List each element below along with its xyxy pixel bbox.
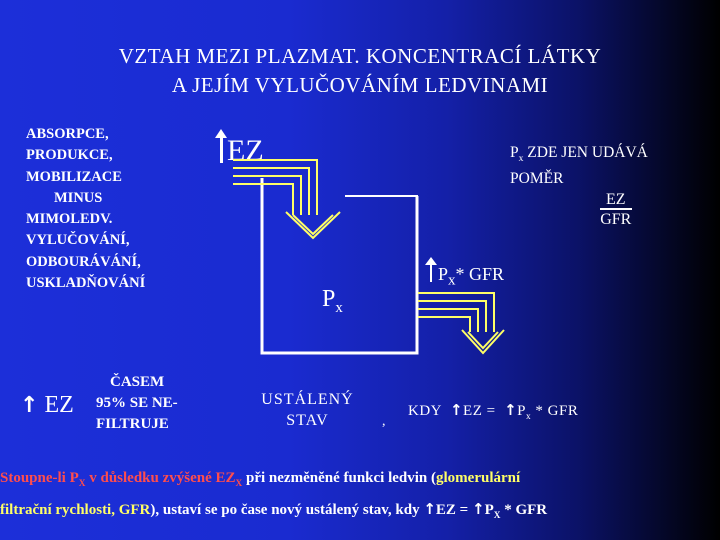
up-arrow-icon (425, 257, 437, 282)
ez-left-text: EZ (44, 392, 74, 418)
px-subscript: x (526, 412, 532, 422)
px-subscript: x (448, 272, 456, 289)
up-arrow-icon: ↑ (471, 500, 485, 518)
kdy-text: KDY (408, 403, 442, 419)
bottom-text: * GFR (500, 502, 548, 518)
list-item: MOBILIZACE (26, 168, 122, 185)
steady-state-equation: KDY ↑EZ = ↑Px * GFR (408, 401, 578, 422)
up-arrow-icon: ↑ (449, 401, 464, 419)
px-symbol: P (322, 286, 336, 312)
up-arrow-icon: ↑ (20, 393, 39, 418)
ez-eq-text: EZ = (463, 403, 496, 419)
inflow-arrow-icon (233, 159, 341, 240)
px-tank-label: Px (322, 286, 343, 317)
bottom-text: EZ = (435, 502, 472, 518)
ez-top-text: EZ (227, 134, 264, 167)
list-item: PRODUKCE, (26, 147, 113, 164)
bottom-line-1: Stoupne-li PX v důsledku zvýšené EZX při… (0, 466, 547, 497)
px-gfr-output-label: Px* GFR (425, 257, 505, 290)
list-item: MINUS (54, 189, 103, 206)
bottom-text: ), ustaví se po čase nový ustálený stav,… (150, 502, 424, 518)
comma-mark: , (382, 414, 386, 429)
bottom-text: P (484, 502, 494, 518)
casem-line: FILTRUJE (96, 416, 169, 432)
px-subscript: x (518, 153, 524, 165)
list-item: ODBOURÁVÁNÍ, (26, 253, 141, 270)
ratio-denominator: GFR (600, 211, 632, 228)
px-ratio-note: Px ZDE JEN UDÁVÁ POMĚR (510, 143, 648, 189)
bottom-text: při nezměněné funkci ledvin ( (242, 470, 436, 486)
casem-line: 95% SE NE- (96, 395, 178, 411)
px-symbol: P (510, 144, 519, 161)
list-item: VYLUČOVÁNÍ, (26, 232, 130, 249)
steady-line: STAV (286, 412, 329, 429)
note-text: ZDE JEN UDÁVÁ (523, 144, 648, 161)
note-text-2: POMĚR (510, 170, 564, 188)
bottom-text: filtrační rychlosti, GFR (0, 502, 151, 518)
bottom-text: v důsledku zvýšené EZ (85, 470, 236, 486)
bottom-explanation: Stoupne-li PX v důsledku zvýšené EZX při… (0, 466, 547, 529)
title-line-1: VZTAH MEZI PLAZMAT. KONCENTRACÍ LÁTKY (118, 44, 602, 68)
gfr-text: * GFR (531, 403, 579, 419)
ratio-ez-gfr: EZ GFR (600, 190, 632, 230)
bottom-line-2: filtrační rychlosti, GFR), ustaví se po … (0, 497, 547, 529)
outflow-arrow-icon (418, 292, 505, 355)
steady-line: USTÁLENÝ (261, 391, 354, 408)
steady-state-label: USTÁLENÝ STAV (250, 389, 365, 431)
casem-note: ČASEM 95% SE NE- FILTRUJE (96, 372, 178, 435)
bottom-text: Stoupne-li P (0, 470, 79, 486)
list-item: USKLADŇOVÁNÍ (26, 275, 146, 292)
bottom-sub: X (493, 511, 501, 521)
px-symbol: P (438, 264, 449, 284)
tank-outline (260, 178, 419, 355)
title-line-2: A JEJÍM VYLUČOVÁNÍM LEDVINAMI (171, 73, 549, 97)
bottom-text: glomerulární (436, 470, 521, 486)
bottom-sub: X (78, 479, 86, 489)
up-arrow-icon: ↑ (423, 500, 436, 518)
gfr-text: * GFR (455, 264, 505, 284)
list-item: ABSORPCE, (26, 126, 109, 142)
ratio-numerator: EZ (600, 191, 632, 210)
bottom-sub: X (235, 479, 243, 489)
left-process-list: ABSORPCE, PRODUKCE, MOBILIZACE MINUS MIM… (26, 124, 145, 294)
px-subscript: x (335, 299, 343, 316)
up-arrow-icon: ↑ (504, 401, 518, 419)
ez-top-label: EZ (215, 129, 264, 168)
ez-increase-label: ↑ EZ (20, 392, 74, 419)
slide-title: VZTAH MEZI PLAZMAT. KONCENTRACÍ LÁTKY A … (0, 42, 720, 100)
list-item: MIMOLEDV. (26, 211, 113, 228)
px-symbol: P (517, 403, 526, 419)
casem-line: ČASEM (110, 374, 165, 390)
up-arrow-icon (215, 129, 227, 163)
